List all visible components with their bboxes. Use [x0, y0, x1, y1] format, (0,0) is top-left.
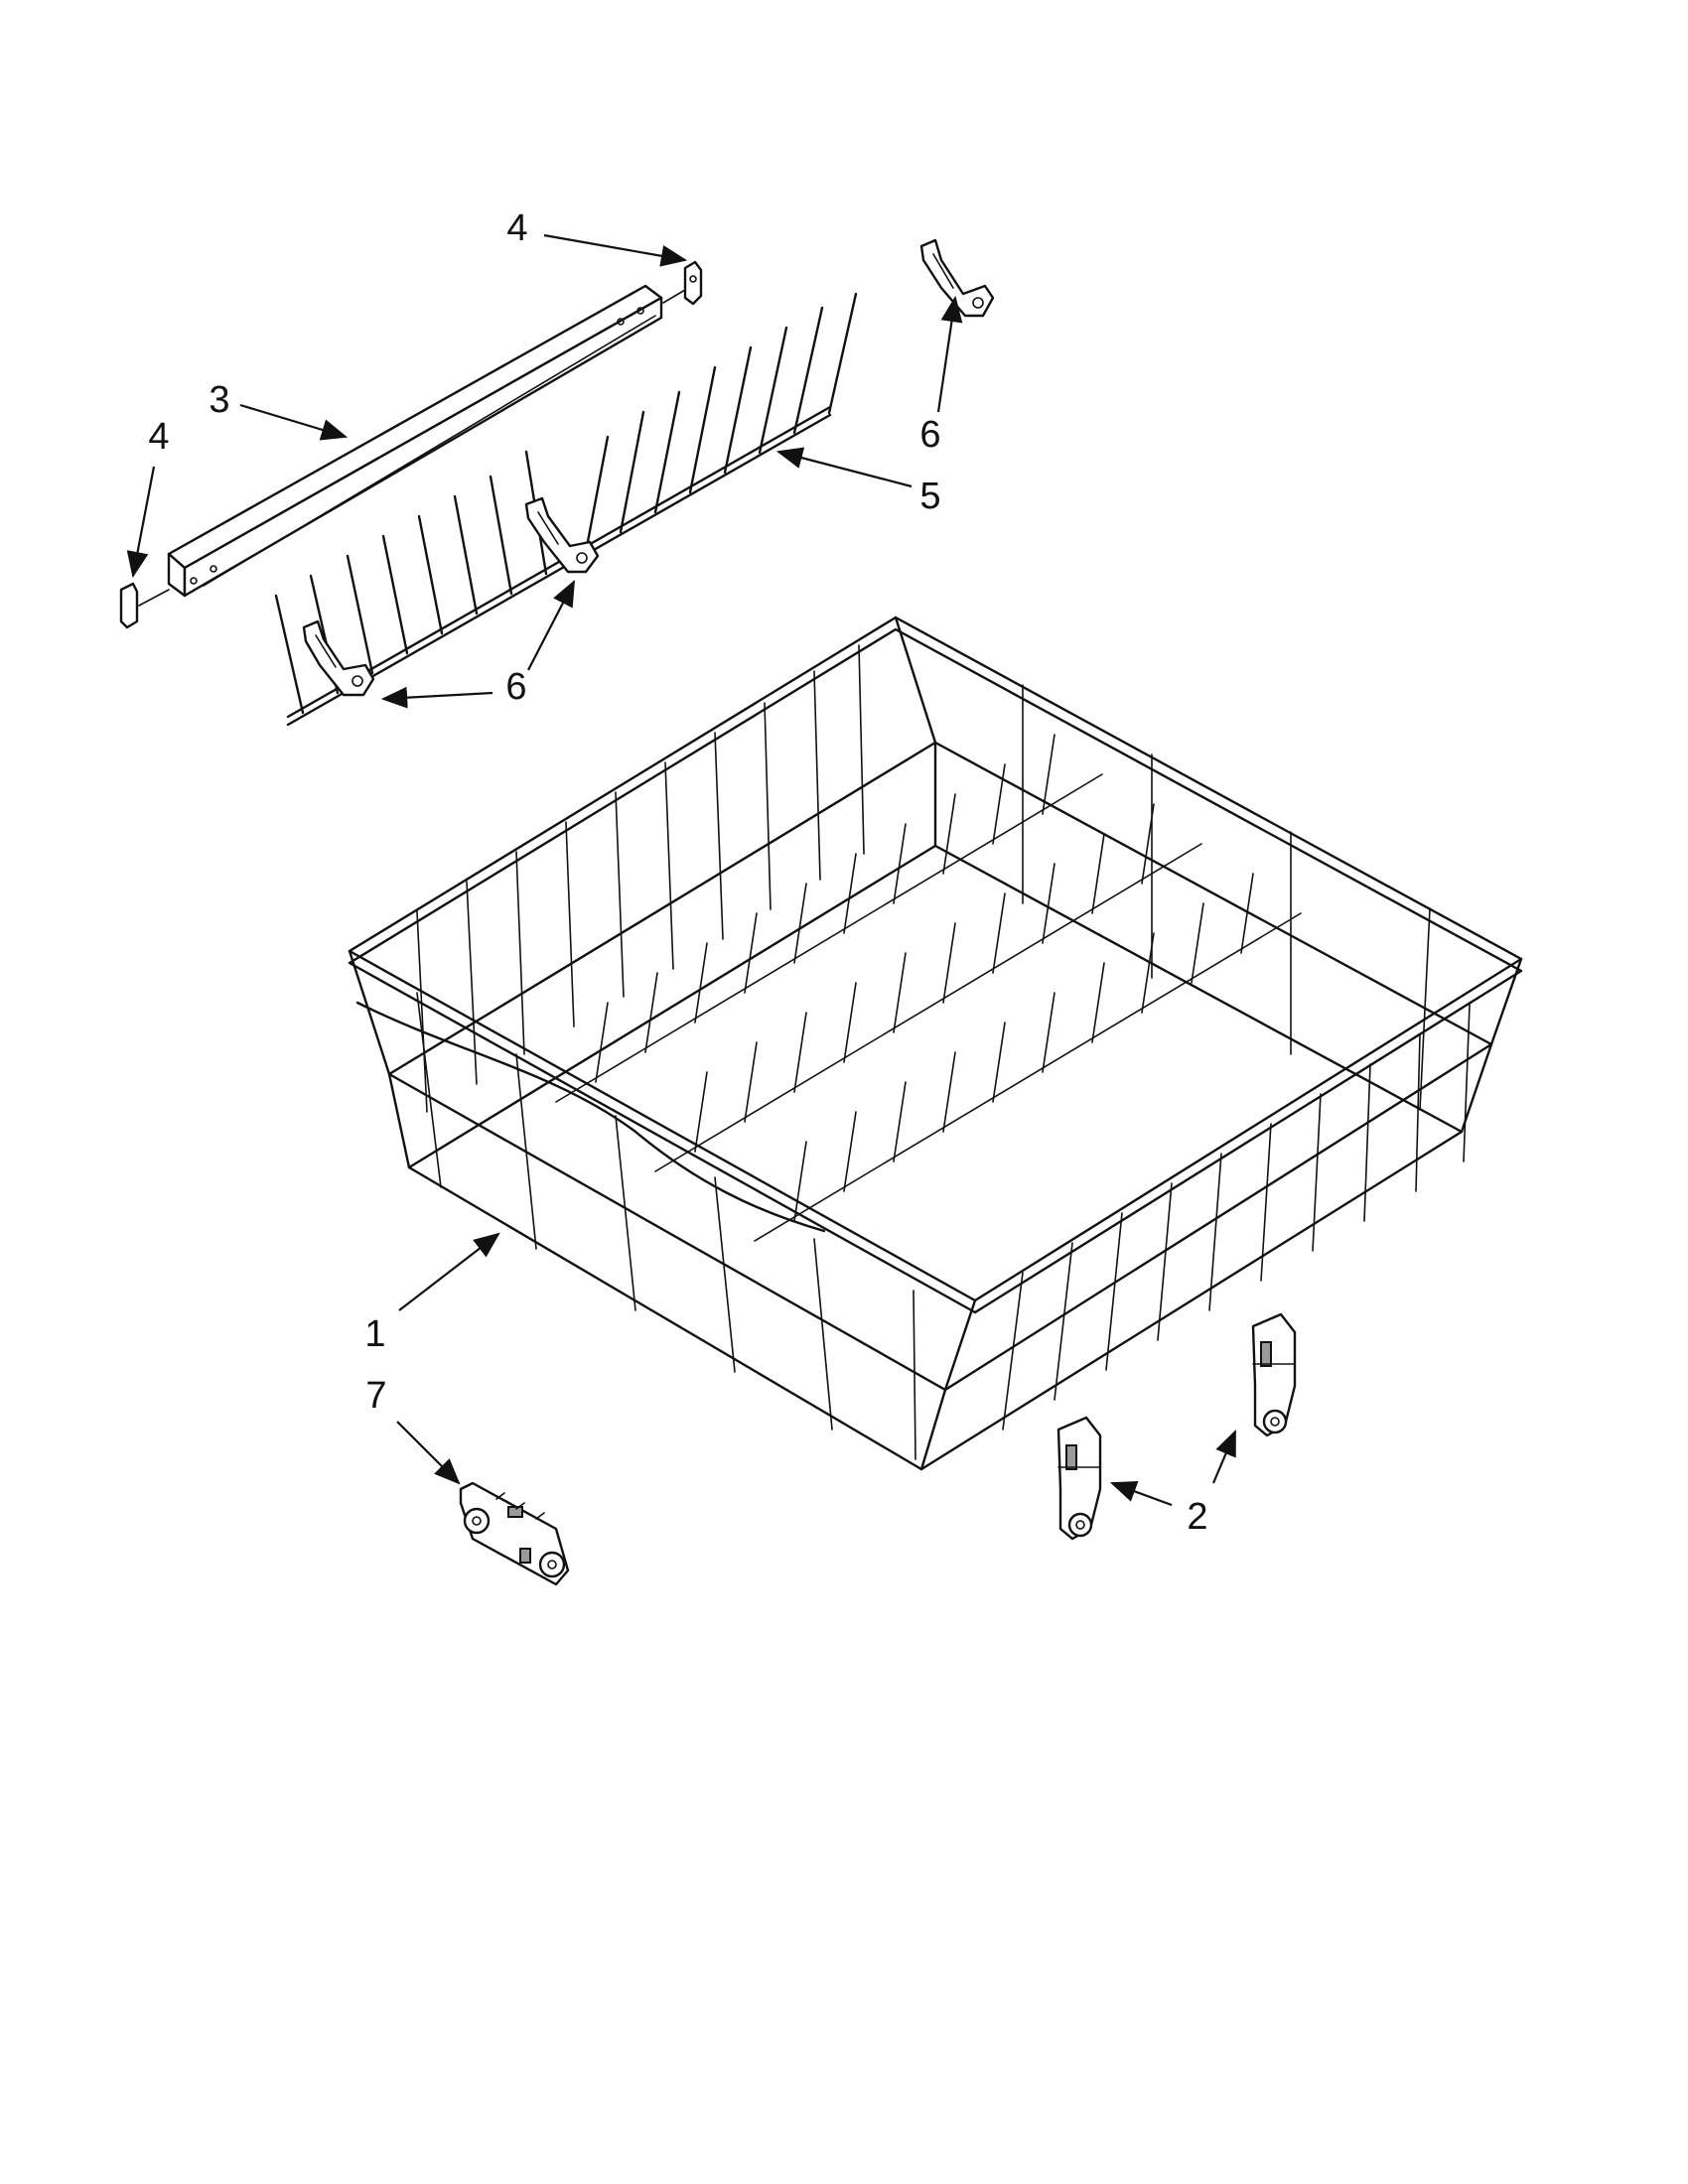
- end-cap-left: [119, 582, 170, 629]
- callout-4-top: 4: [506, 207, 527, 249]
- left-wall-wires: [416, 992, 916, 1460]
- rail-mount-bracket: [459, 1481, 570, 1586]
- callout-6-middle: 6: [505, 666, 526, 708]
- back-wall-wires: [416, 644, 865, 1113]
- callout-7: 7: [365, 1375, 386, 1417]
- upper-rack-assembly: [348, 615, 1523, 1471]
- callout-5: 5: [919, 476, 940, 517]
- tine-clip-top-right: [919, 238, 995, 318]
- callout-1: 1: [364, 1313, 385, 1355]
- callout-labels: 4 3 4 6 5 6 1 7 2: [148, 207, 1207, 1538]
- callout-leaders: [126, 233, 1237, 1507]
- tine-clip-left: [302, 619, 375, 697]
- callout-6-top-right: 6: [919, 414, 940, 456]
- rack-roller-rear: [1251, 1312, 1297, 1437]
- callout-3: 3: [209, 379, 229, 421]
- callout-4-left: 4: [148, 416, 169, 458]
- side-wall-wires: [1022, 684, 1431, 1111]
- tine-rail-bar: [167, 284, 663, 598]
- front-wall-wires: [1002, 1004, 1471, 1431]
- end-cap-right: [662, 260, 703, 306]
- interior-tines: [555, 734, 1302, 1242]
- tine-clip-middle: [524, 496, 600, 574]
- callout-2: 2: [1187, 1496, 1207, 1538]
- rack-roller-front: [1056, 1416, 1102, 1541]
